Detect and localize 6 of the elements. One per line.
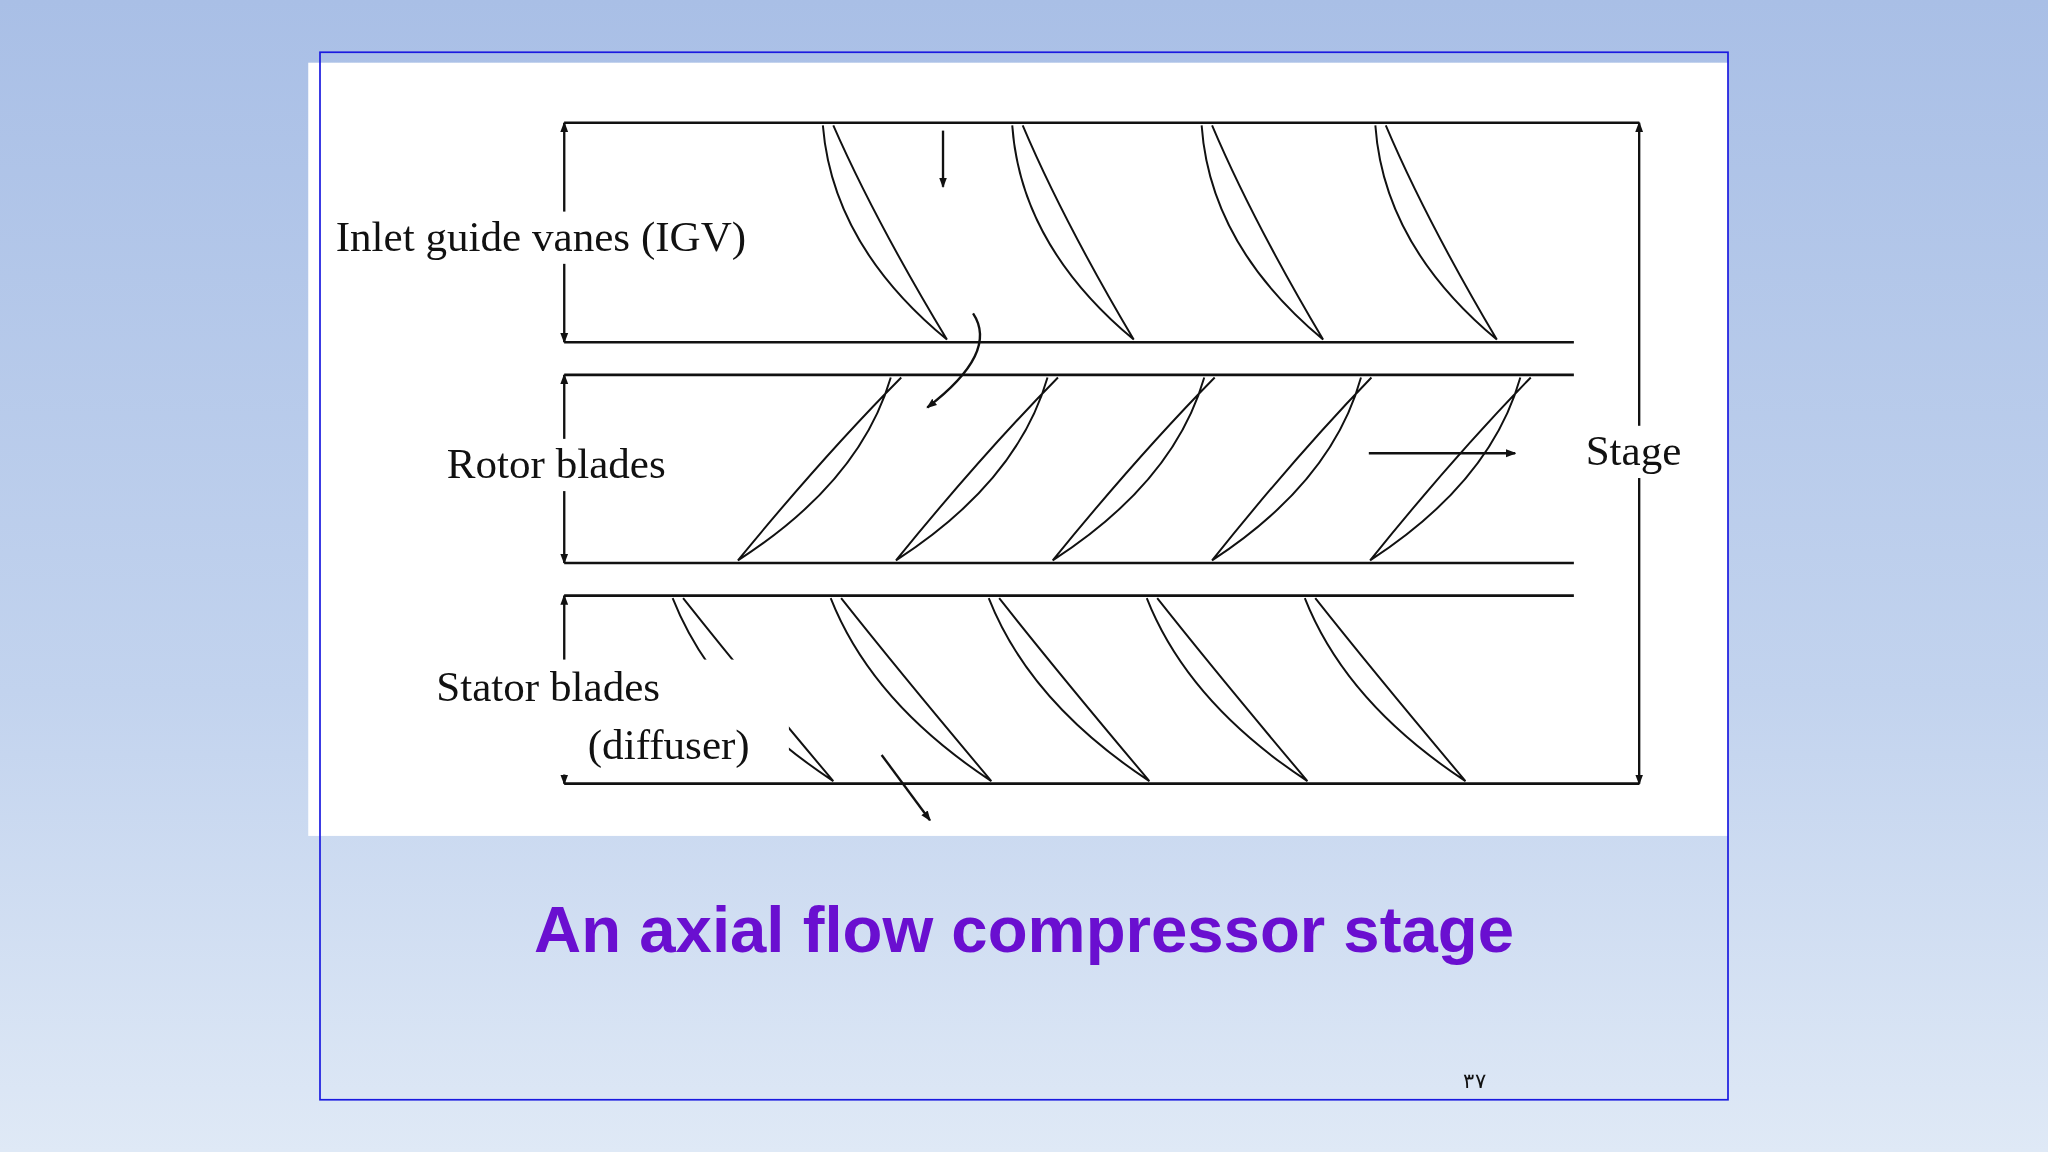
part-label: Stator blades (diffuser) xyxy=(436,659,789,775)
page-number: ٣٧ xyxy=(1462,1068,1487,1094)
part-label: Inlet guide vanes (IGV) xyxy=(335,211,747,264)
part-label: Stage xyxy=(1585,425,1682,478)
caption: An axial flow compressor stage xyxy=(534,893,1514,967)
part-label: Rotor blades xyxy=(446,438,666,491)
